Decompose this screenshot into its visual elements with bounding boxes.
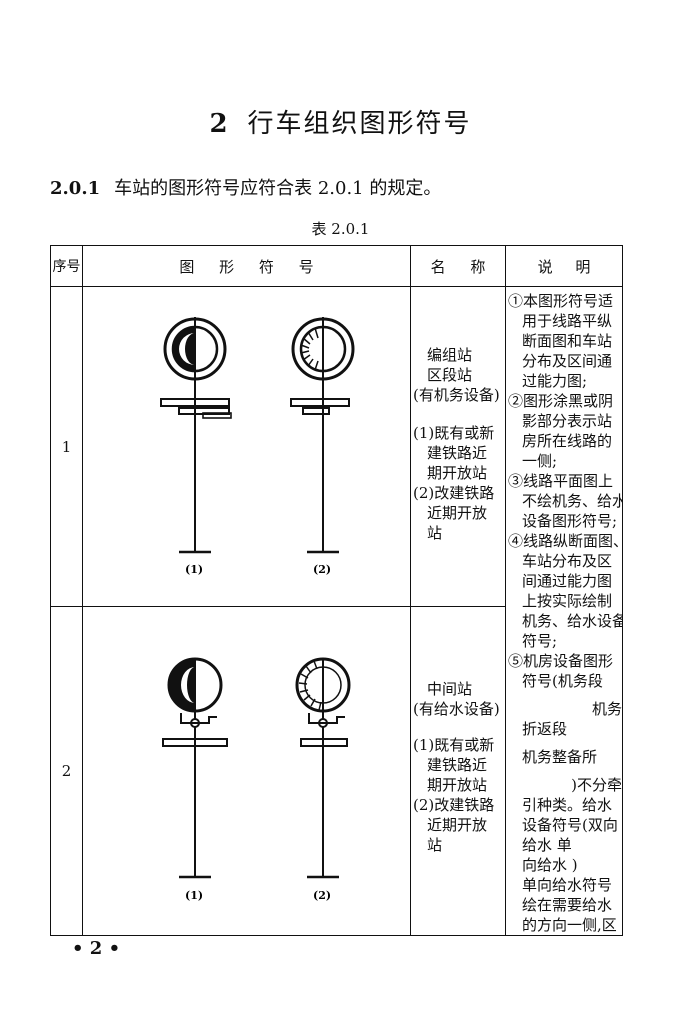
symbol-1-station-filled-icon [160, 317, 232, 554]
description-line: 房所在线路的 [522, 432, 613, 450]
row-seq: 1 [50, 286, 83, 607]
description-line: 用于线路平纵 [522, 312, 613, 330]
station-symbol-drawing: (1) (2) [160, 317, 355, 576]
row2-label-1: (1) [185, 889, 203, 902]
description-line: 符号; [522, 632, 558, 650]
row1-label-1: (1) [185, 563, 203, 576]
table-row: 1 [50, 286, 623, 936]
table-header-row: 序号 图 形 符 号 名 称 说 明 [50, 245, 623, 287]
symbol-2-intermediate-hatched-icon [295, 657, 351, 879]
header-desc: 说 明 [505, 245, 623, 287]
row1-label-2: (2) [313, 563, 331, 576]
description-line: ②图形涂黑或阴 [508, 392, 614, 410]
description-line: 给水 单 [522, 836, 572, 854]
row1-name-line: (1)既有或新 [413, 424, 495, 442]
symbol-table: 序号 图 形 符 号 名 称 说 明 1 [50, 245, 623, 936]
row2-name-line: 站 [427, 836, 443, 854]
symbol-1-intermediate-filled-icon [162, 657, 228, 879]
description-line: )不分牵 [571, 776, 622, 794]
row1-name-line: 近期开放 [427, 504, 488, 522]
page-number: • 2 • [72, 938, 121, 959]
row2-name-line: (1)既有或新 [413, 736, 495, 754]
description-line: 设备符号(双向 [522, 816, 618, 834]
chapter-number: 2 [209, 109, 230, 139]
description-line: 上按实际绘制 [522, 592, 613, 610]
description-line: ④线路纵断面图、 [508, 532, 622, 550]
description-line [508, 691, 622, 699]
table-caption: 表 2.0.1 [311, 220, 370, 238]
chapter-title: 2 行车组织图形符号 [0, 103, 681, 140]
row2-name-line: 近期开放 [427, 816, 488, 834]
header-name: 名 称 [410, 245, 506, 287]
description-line: 机务、给水设备 [522, 612, 622, 630]
symbol-2-station-hatched-icon [290, 317, 355, 554]
row2-symbols: (1) (2) [82, 606, 411, 936]
row1-name-line: 期开放站 [427, 464, 488, 482]
row1-name: 编组站 区段站 (有机务设备) (1)既有或新 建铁路近 期开放站 (2)改建铁… [410, 286, 506, 607]
chapter-title-text: 行车组织图形符号 [247, 109, 472, 139]
row1-name-line: 建铁路近 [427, 444, 488, 462]
description-line [508, 767, 622, 775]
row2-name-line: 建铁路近 [427, 756, 488, 774]
row-seq: 2 [50, 606, 83, 936]
row2-name-line: (有给水设备) [413, 700, 500, 718]
row2-name-line: (2)改建铁路 [413, 796, 495, 814]
row1-name-line: 编组站 [427, 346, 473, 364]
description-line: 绘在需要给水 [522, 896, 613, 914]
row2-name: 中间站 (有给水设备) (1)既有或新 建铁路近 期开放站 (2)改建铁路 近期… [410, 606, 506, 936]
description-line: 分布及区间通 [522, 352, 613, 370]
row1-name-line: (有机务设备) [413, 386, 500, 404]
description-line: ③线路平面图上 [508, 472, 614, 490]
description-line: 一侧; [522, 452, 558, 470]
description-line: 折返段 [522, 720, 568, 738]
row1-name-line: 区段站 [427, 366, 473, 384]
description-line: 不绘机务、给水 [522, 492, 622, 510]
description-line: ①本图形符号适 [508, 292, 614, 310]
description-line [508, 739, 622, 747]
description-line: ⑤机房设备图形 [508, 652, 614, 670]
header-seq: 序号 [50, 245, 83, 287]
row1-name-line: 站 [427, 524, 443, 542]
description-line: 过能力图; [522, 372, 588, 390]
description-line: 机务 [591, 700, 622, 718]
clause-paragraph: 2.0.1 车站的图形符号应符合表 2.0.1 的规定。 [50, 174, 441, 200]
clause-text: 车站的图形符号应符合表 2.0.1 的规定。 [114, 178, 442, 199]
description-line: 间通过能力图 [522, 572, 613, 590]
description-line: 引种类。给水 [522, 796, 613, 814]
description-line: 设备图形符号; [522, 512, 618, 530]
description-line: 机务整备所 [522, 748, 598, 766]
table-row: 2 [50, 606, 623, 936]
row1-name-line [413, 405, 505, 423]
description-line: 断面图和车站 [522, 332, 613, 350]
description-line: 车站分布及区 [522, 552, 613, 570]
description-line: 的方向一侧,区 [522, 916, 617, 934]
intermediate-station-drawing: (1) (2) [162, 657, 351, 902]
row2-name-line: 期开放站 [427, 776, 488, 794]
row1-name-line: (2)改建铁路 [413, 484, 495, 502]
description-line: 单向给水符号 [522, 876, 613, 894]
description-cell: ①本图形符号适用于线路平纵断面图和车站分布及区间通过能力图; ②图形涂黑或阴影部分… [505, 286, 623, 936]
row2-label-2: (2) [313, 889, 331, 902]
description-line: 影部分表示站 [522, 412, 613, 430]
clause-number: 2.0.1 [50, 178, 101, 199]
row2-name-line: 中间站 [427, 680, 473, 698]
description-line: 符号(机务段 [522, 672, 603, 690]
description-line: 向给水 ) [522, 856, 578, 874]
header-symbol: 图 形 符 号 [82, 245, 411, 287]
row2-name-line [413, 719, 505, 735]
row1-symbols: (1) (2) [82, 286, 411, 607]
